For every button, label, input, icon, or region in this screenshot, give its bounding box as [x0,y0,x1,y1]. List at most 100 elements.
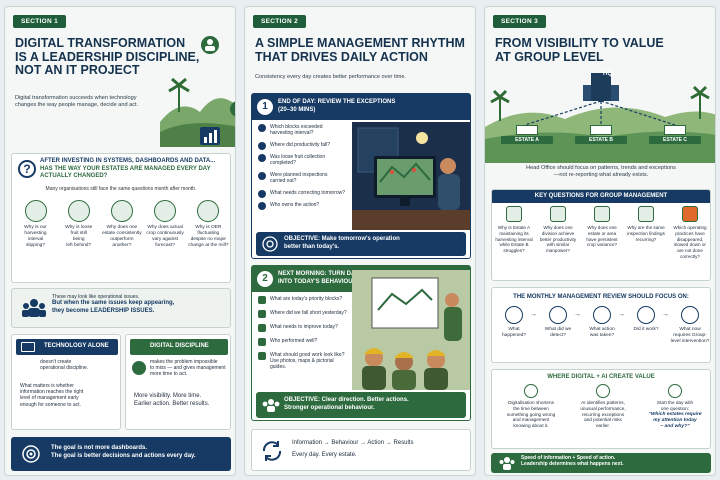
chart-icon [258,142,266,150]
checklist-icon [638,206,654,222]
section-1-intro: Digital transformation succeeds when tec… [15,95,139,109]
binoculars-icon [549,306,567,324]
clipboard-icon [593,306,611,324]
goal-banner: The goal is not more dashboards. The goa… [11,437,231,471]
step-2-number: 2 [257,271,273,287]
question-icon: ? [18,160,36,178]
footer-banner: Speed of information + Speed of action. … [491,453,711,473]
cycle-icon [262,441,282,461]
questions-card: ? AFTER INVESTING IN SYSTEMS, DASHBOARDS… [11,153,231,283]
cycle-subtitle: Every day. Every estate. [292,452,357,458]
gear-icon [230,101,235,117]
eye-icon [258,124,266,132]
questions-heading: AFTER INVESTING IN SYSTEMS, DASHBOARDS A… [40,158,216,179]
question-icon [258,190,266,198]
review-step: Did it work? [624,306,668,333]
section-2-panel: SECTION 2 A SIMPLE MANAGEMENT RHYTHM THA… [244,6,476,476]
fruit-bunch-icon [67,200,90,222]
technology-alone-card: TECHNOLOGY ALONE doesn't create operatio… [11,334,121,430]
leaf-icon [258,154,266,162]
section-2-title: A SIMPLE MANAGEMENT RHYTHM THAT DRIVES D… [255,36,465,64]
target-icon [262,236,278,252]
star-icon [258,338,266,346]
section-1-badge: SECTION 1 [13,15,67,28]
palm-tree-icon [24,200,47,222]
arrow-icon: → [618,311,625,318]
hard-hat-workers [362,348,448,390]
section-1-panel: SECTION 1 DIGITAL TRANSFORMATION IS A LE… [4,6,236,476]
key-questions-card: KEY QUESTIONS FOR GROUP MANAGEMENT Why i… [491,189,711,281]
hq-building-icon [591,73,611,101]
key-questions-heading: KEY QUESTIONS FOR GROUP MANAGEMENT [492,190,710,203]
digital-ai-value-card: WHERE DIGITAL + AI CREATE VALUE Digitali… [491,369,711,449]
alert-triangle-icon [668,384,682,398]
search-icon [505,306,523,324]
tools-icon [258,324,266,332]
warning-icon [682,206,698,222]
dollar-icon [594,206,610,222]
office-review-illustration [352,122,470,230]
group-estates-illustration [485,73,715,163]
estate-b: ESTATE B [575,125,627,147]
monthly-review-card: THE MONTHLY MANAGEMENT REVIEW SHOULD FOC… [491,287,711,363]
ai-chip-icon [596,384,610,398]
team-icon [499,457,515,470]
chart-icon [154,200,177,222]
head-office-text: Head Office should focus on patterns, tr… [526,165,676,179]
digital-heading: DIGITAL DISCIPLINE [150,343,209,349]
section-3-title: FROM VISIBILITY TO VALUE AT GROUP LEVEL [495,36,664,64]
monthly-review-heading: THE MONTHLY MANAGEMENT REVIEW SHOULD FOC… [513,294,689,300]
digital-discipline-card: DIGITAL DISCIPLINE makes the problem imp… [125,334,231,430]
mill-factory-icon [197,200,220,222]
people-icon [201,36,219,54]
section-1-title: DIGITAL TRANSFORMATION IS A LEADERSHIP D… [15,36,200,77]
step-1-heading: END OF DAY: REVIEW THE EXCEPTIONS (20–30… [278,99,396,113]
arrow-icon: → [662,311,669,318]
chart-icon [506,206,522,222]
step-2-heading: NEXT MORNING: TURN DATA INTO TODAY'S BEH… [278,271,363,285]
arrow-icon: → [574,311,581,318]
questions-subtitle: Many organisations still face the same q… [45,186,197,192]
team-icon [262,399,280,412]
estate-c: ESTATE C [649,125,701,147]
step-2-questions: What are today's priority blocks?Where d… [258,296,350,388]
pin-icon [258,296,266,304]
target-icon [22,445,40,463]
arrow-icon: → [530,311,537,318]
section-3-badge: SECTION 3 [493,15,547,28]
cycle-chain: Information → Behaviour → Action → Resul… [292,440,414,446]
section-3-panel: SECTION 3 FROM VISIBILITY TO VALUE AT GR… [484,6,716,476]
value-heading: WHERE DIGITAL + AI CREATE VALUE [547,374,655,380]
check-circle-icon [637,306,655,324]
arrow-icon: → [360,440,367,446]
section-2-intro: Consistency every day creates better per… [255,74,407,80]
ops-line-1: These may look like operational issues. [52,294,140,300]
landscape-illustration [160,36,235,147]
step-1-objective: OBJECTIVE: Make tomorrow's operation bet… [256,232,466,256]
image-icon [258,352,266,360]
step-1-card: 1 END OF DAY: REVIEW THE EXCEPTIONS (20–… [251,93,471,259]
cycle-card: Information → Behaviour → Action → Resul… [251,429,471,471]
stopwatch-icon [524,384,538,398]
section-2-badge: SECTION 2 [253,15,307,28]
